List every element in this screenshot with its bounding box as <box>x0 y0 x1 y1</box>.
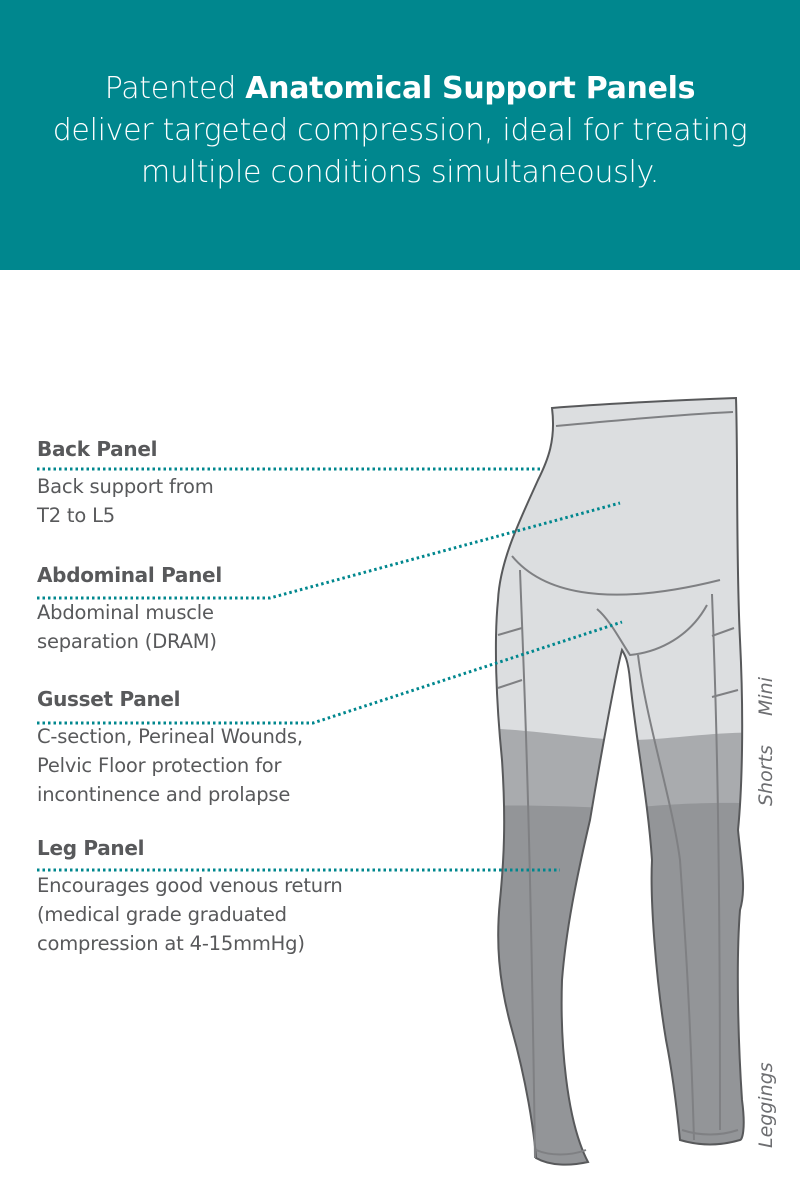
banner-highlight: Anatomical Support Panels <box>245 71 696 106</box>
garment-seams <box>497 411 739 1159</box>
panel-leg: Leg Panel Encourages good venous return … <box>37 835 343 958</box>
header-banner: Patented Anatomical Support Panels deliv… <box>0 0 800 270</box>
panel-title: Leg Panel <box>37 836 145 860</box>
variant-label-shorts: Shorts <box>755 745 777 806</box>
panel-title: Gusset Panel <box>37 687 181 711</box>
panel-description: Abdominal muscle separation (DRAM) <box>37 601 217 653</box>
panel-title: Back Panel <box>37 437 158 461</box>
panel-gusset: Gusset Panel C-section, Perineal Wounds,… <box>37 686 303 809</box>
variant-label-leggings: Leggings <box>755 1062 777 1148</box>
callout-line-gusset <box>37 620 623 725</box>
banner-prefix: Patented <box>104 71 246 106</box>
panel-title: Abdominal Panel <box>37 563 222 587</box>
banner-headline: Patented Anatomical Support Panels deliv… <box>50 68 750 194</box>
panel-abdominal: Abdominal Panel Abdominal muscle separat… <box>37 562 222 656</box>
callout-line-abdominal <box>37 501 621 600</box>
panel-description: Back support from T2 to L5 <box>37 475 214 527</box>
banner-suffix: deliver targeted compression, ideal for … <box>52 113 748 190</box>
panel-back: Back Panel Back support from T2 to L5 <box>37 436 214 530</box>
callout-lines <box>37 467 623 872</box>
panel-description: C-section, Perineal Wounds, Pelvic Floor… <box>37 725 303 806</box>
variant-label-mini: Mini <box>755 677 777 716</box>
garment-outline <box>494 396 745 1166</box>
panel-description: Encourages good venous return (medical g… <box>37 874 343 955</box>
